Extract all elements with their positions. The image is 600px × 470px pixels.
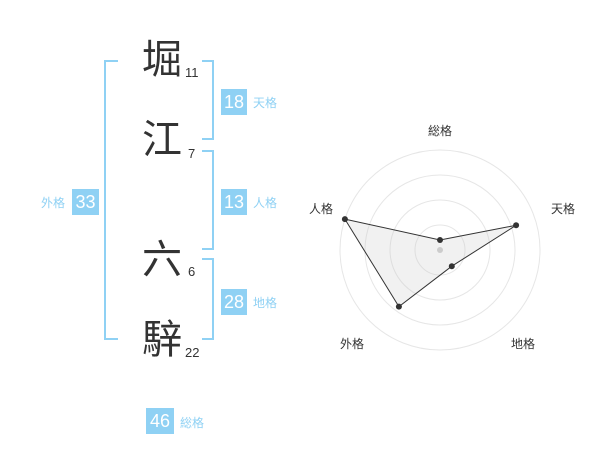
radar-label-chikaku: 地格 bbox=[511, 337, 536, 351]
radar-label-jinkaku: 人格 bbox=[309, 202, 334, 216]
radar-point-2 bbox=[513, 222, 520, 229]
tenkaku-bracket bbox=[202, 60, 214, 140]
radar-polygon bbox=[343, 218, 517, 308]
gaikaku-value: 33 bbox=[72, 189, 99, 215]
radar-point-3 bbox=[448, 263, 455, 270]
chikaku-label: 地格 bbox=[253, 296, 278, 310]
jinkaku-value: 13 bbox=[221, 189, 247, 215]
radar-point-1 bbox=[437, 237, 443, 243]
soukaku-label: 総格 bbox=[180, 416, 205, 430]
jinkaku-bracket bbox=[202, 150, 214, 250]
soukaku-value: 46 bbox=[146, 408, 174, 434]
name-char-2: 江 bbox=[142, 117, 182, 163]
radar-label-soukaku: 総格 bbox=[428, 124, 453, 138]
name-char-4: 騂 bbox=[142, 317, 182, 363]
stroke-count-1: 11 bbox=[185, 65, 199, 80]
name-char-1: 堀 bbox=[142, 37, 182, 83]
radar-ring-2 bbox=[389, 199, 491, 301]
stroke-count-3: 6 bbox=[188, 264, 196, 279]
stroke-count-2: 7 bbox=[188, 146, 196, 161]
tenkaku-value: 18 bbox=[221, 89, 247, 115]
radar-center-dot bbox=[437, 247, 443, 253]
radar-point-5 bbox=[341, 216, 348, 223]
gaikaku-label: 外格 bbox=[41, 196, 66, 210]
stroke-count-4: 22 bbox=[185, 345, 200, 360]
chikaku-value: 28 bbox=[221, 289, 247, 315]
name-char-3: 六 bbox=[142, 237, 182, 283]
chikaku-bracket bbox=[202, 258, 214, 340]
tenkaku-label: 天格 bbox=[253, 96, 278, 110]
jinkaku-label: 人格 bbox=[253, 196, 278, 210]
radar-point-4 bbox=[395, 303, 402, 310]
radar-ring-4 bbox=[339, 149, 541, 351]
radar-ring-3 bbox=[364, 174, 516, 326]
radar-label-tenkaku: 天格 bbox=[551, 202, 576, 216]
gaikaku-bracket bbox=[104, 60, 118, 340]
radar-label-gaikaku: 外格 bbox=[340, 337, 365, 351]
